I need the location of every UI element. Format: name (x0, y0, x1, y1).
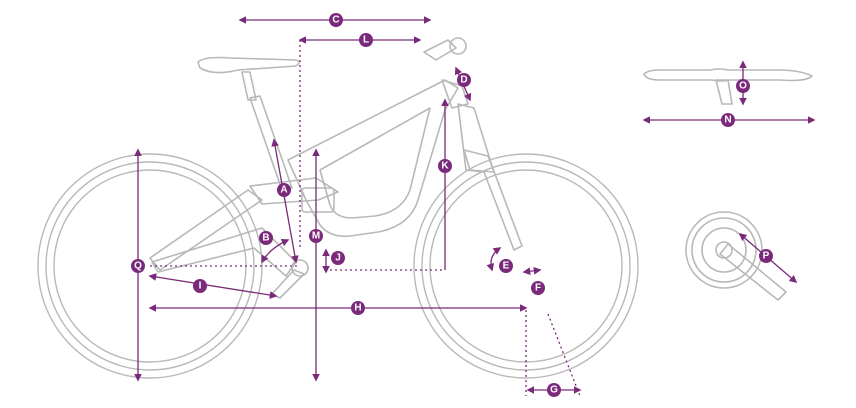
seatpost (241, 71, 257, 101)
label-n-text: N (724, 115, 731, 126)
label-a-text: A (280, 185, 287, 196)
label-b: B (259, 231, 273, 245)
label-n: N (721, 113, 735, 127)
label-c-text: C (332, 15, 339, 26)
dim-line-i (148, 273, 278, 299)
label-i-text: I (199, 281, 202, 292)
label-p-text: P (763, 251, 770, 262)
label-h: H (351, 301, 365, 315)
main-frame (287, 79, 459, 238)
label-m-text: M (312, 231, 320, 242)
label-k-text: K (441, 161, 449, 172)
label-f-text: F (535, 283, 541, 294)
label-a: A (277, 183, 291, 197)
dim-line-e (486, 247, 502, 272)
label-e: E (499, 259, 513, 273)
dim-line-a (271, 138, 299, 264)
label-j-text: J (335, 253, 341, 264)
label-g: G (547, 383, 561, 397)
label-m: M (309, 229, 323, 243)
label-o-text: O (739, 81, 747, 92)
dim-line-f (522, 266, 542, 276)
label-l: L (359, 33, 373, 47)
label-g-text: G (550, 385, 558, 396)
label-q: Q (131, 259, 145, 273)
fork-crown (463, 149, 495, 173)
dim-line-b (261, 238, 290, 264)
label-e-text: E (503, 261, 510, 272)
label-i: I (193, 279, 207, 293)
label-q-text: Q (134, 261, 142, 272)
stem (423, 39, 457, 61)
saddle (197, 56, 300, 74)
rocker-link (249, 177, 339, 205)
label-c: C (329, 13, 343, 27)
dimension-lines (134, 16, 816, 397)
label-h-text: H (354, 303, 361, 314)
label-b-text: B (262, 233, 269, 244)
label-p: P (759, 249, 773, 263)
handlebar-detail (643, 68, 813, 105)
label-l-text: L (363, 35, 369, 46)
seat-tube (249, 95, 293, 191)
fork (457, 103, 523, 251)
label-o: O (736, 79, 750, 93)
label-k: K (438, 159, 452, 173)
label-f: F (531, 281, 545, 295)
handlebar-clamp (449, 37, 467, 55)
bike-illustration (37, 37, 639, 379)
front-wheel (413, 153, 639, 379)
crank-arm (271, 269, 305, 299)
chain-stay (151, 227, 297, 277)
frame-cutout (319, 107, 431, 219)
label-d-text: D (460, 75, 467, 86)
bottom-bracket (291, 259, 309, 277)
label-d: D (457, 73, 471, 87)
label-j: J (331, 251, 345, 265)
